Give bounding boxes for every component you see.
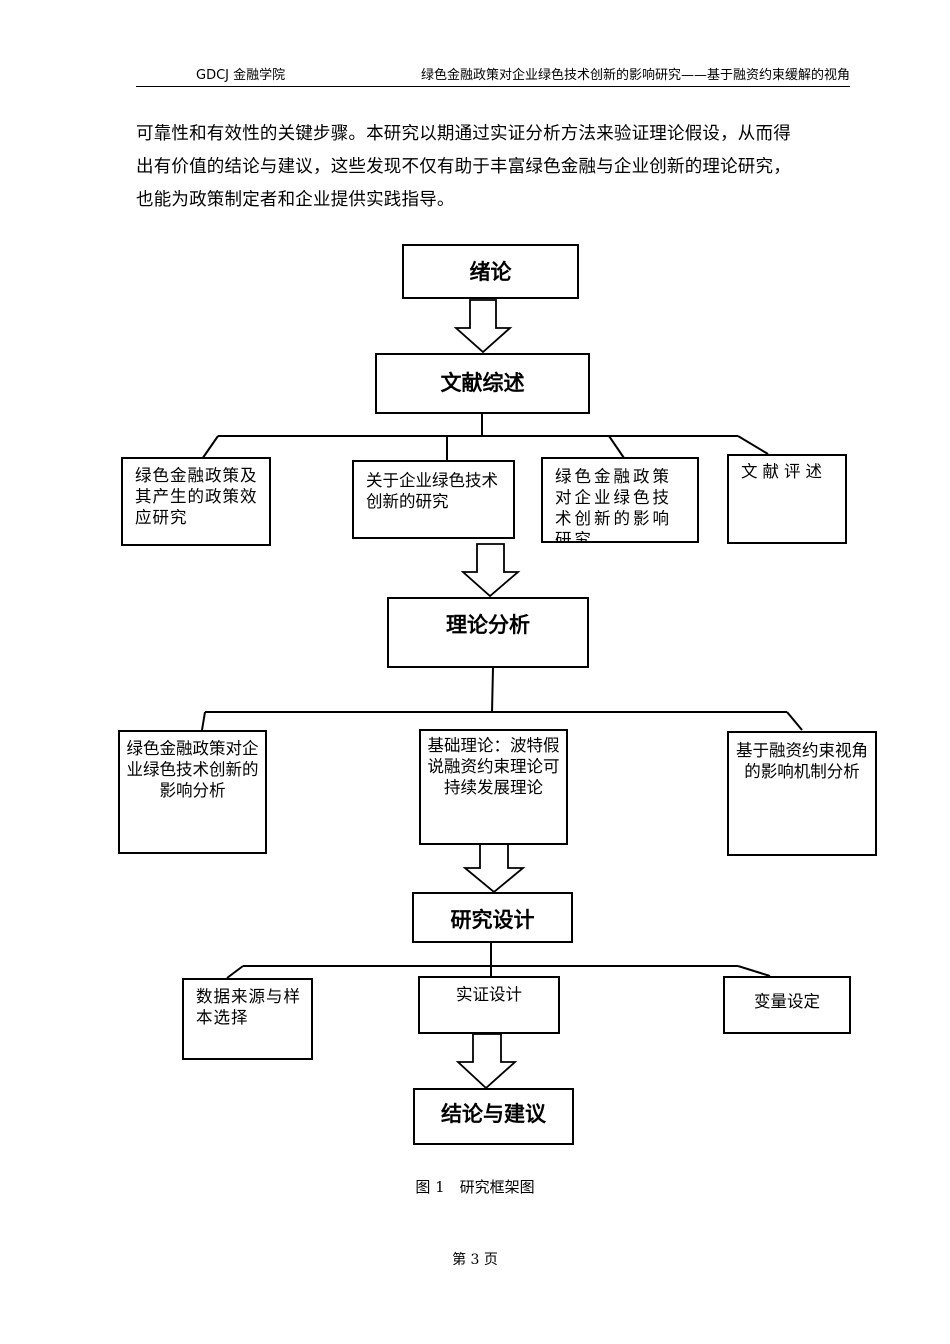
box-theory-basis: 基础理论：波特假说融资约束理论可持续发展理论 xyxy=(419,729,568,845)
box-design-data: 数据来源与样本选择 xyxy=(182,978,313,1060)
box-theory-label: 理论分析 xyxy=(446,613,530,637)
box-literature-label: 文献综述 xyxy=(440,371,525,395)
paragraph-line: 可靠性和有效性的关键步骤。本研究以期通过实证分析方法来验证理论假设，从而得 xyxy=(136,124,791,144)
box-lit-review: 文献评述 xyxy=(727,454,847,544)
down-arrow xyxy=(462,843,526,894)
page-number: 第 3 页 xyxy=(452,1252,498,1268)
down-arrow xyxy=(453,299,513,354)
box-intro: 绪论 xyxy=(402,244,579,299)
box-design-empirical: 实证设计 xyxy=(418,976,560,1034)
box-theory-impact: 绿色金融政策对企业绿色技术创新的影响分析 xyxy=(118,730,267,854)
box-design: 研究设计 xyxy=(412,892,573,943)
header-rule xyxy=(136,86,850,87)
box-lit-policy-innovation: 绿色金融政策对企业绿色技术创新的影响研究 xyxy=(541,457,699,543)
header-left: GDCJ 金融学院 xyxy=(196,68,286,83)
down-arrow xyxy=(455,1033,518,1090)
box-design-label: 研究设计 xyxy=(450,908,535,932)
box-literature: 文献综述 xyxy=(375,353,590,414)
paragraph-line: 出有价值的结论与建议，这些发现不仅有助于丰富绿色金融与企业创新的理论研究， xyxy=(136,157,791,177)
down-arrow xyxy=(460,543,521,598)
paragraph-line: 也能为政策制定者和企业提供实践指导。 xyxy=(136,190,455,210)
box-lit-green-innovation: 关于企业绿色技术创新的研究 xyxy=(352,460,515,539)
body-paragraph: 可靠性和有效性的关键步骤。本研究以期通过实证分析方法来验证理论假设，从而得 出有… xyxy=(136,118,866,217)
box-theory: 理论分析 xyxy=(387,597,589,668)
box-lit-policy-effects: 绿色金融政策及其产生的政策效应研究 xyxy=(121,457,271,546)
box-design-variables: 变量设定 xyxy=(723,976,851,1034)
box-intro-label: 绪论 xyxy=(469,260,512,284)
header-right: 绿色金融政策对企业绿色技术创新的影响研究——基于融资约束缓解的视角 xyxy=(420,68,850,83)
box-conclusion-label: 结论与建议 xyxy=(441,1102,546,1126)
box-conclusion: 结论与建议 xyxy=(413,1088,574,1145)
box-theory-mechanism: 基于融资约束视角的影响机制分析 xyxy=(727,731,877,856)
figure-caption: 图 1 研究框架图 xyxy=(415,1178,535,1196)
